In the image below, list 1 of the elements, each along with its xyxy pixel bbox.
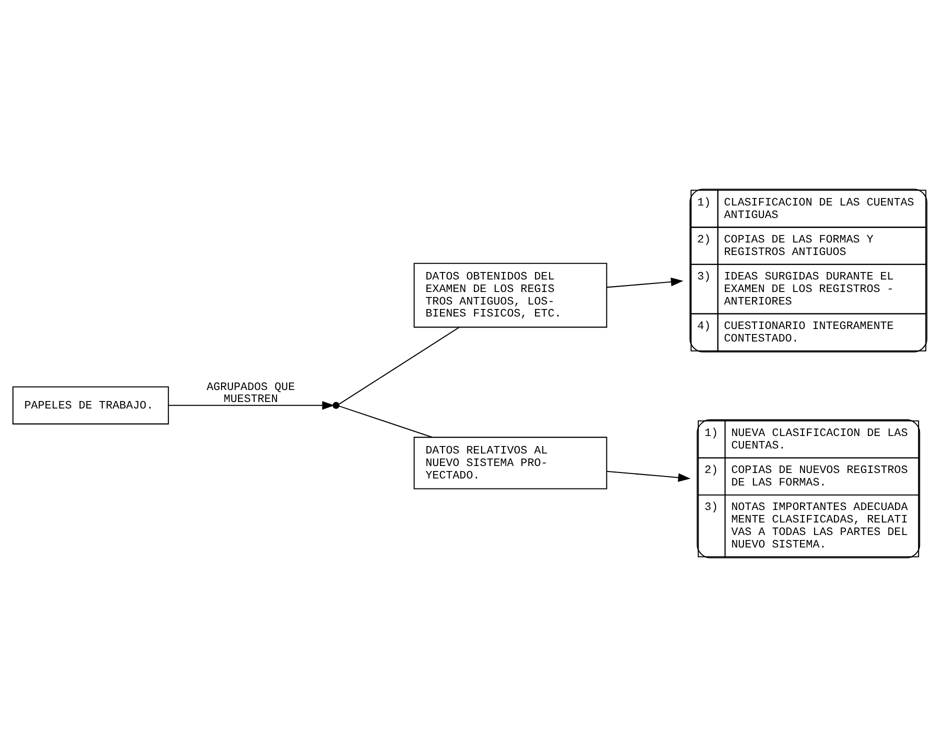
edge-label: AGRUPADOS QUE MUESTREN — [206, 381, 295, 406]
